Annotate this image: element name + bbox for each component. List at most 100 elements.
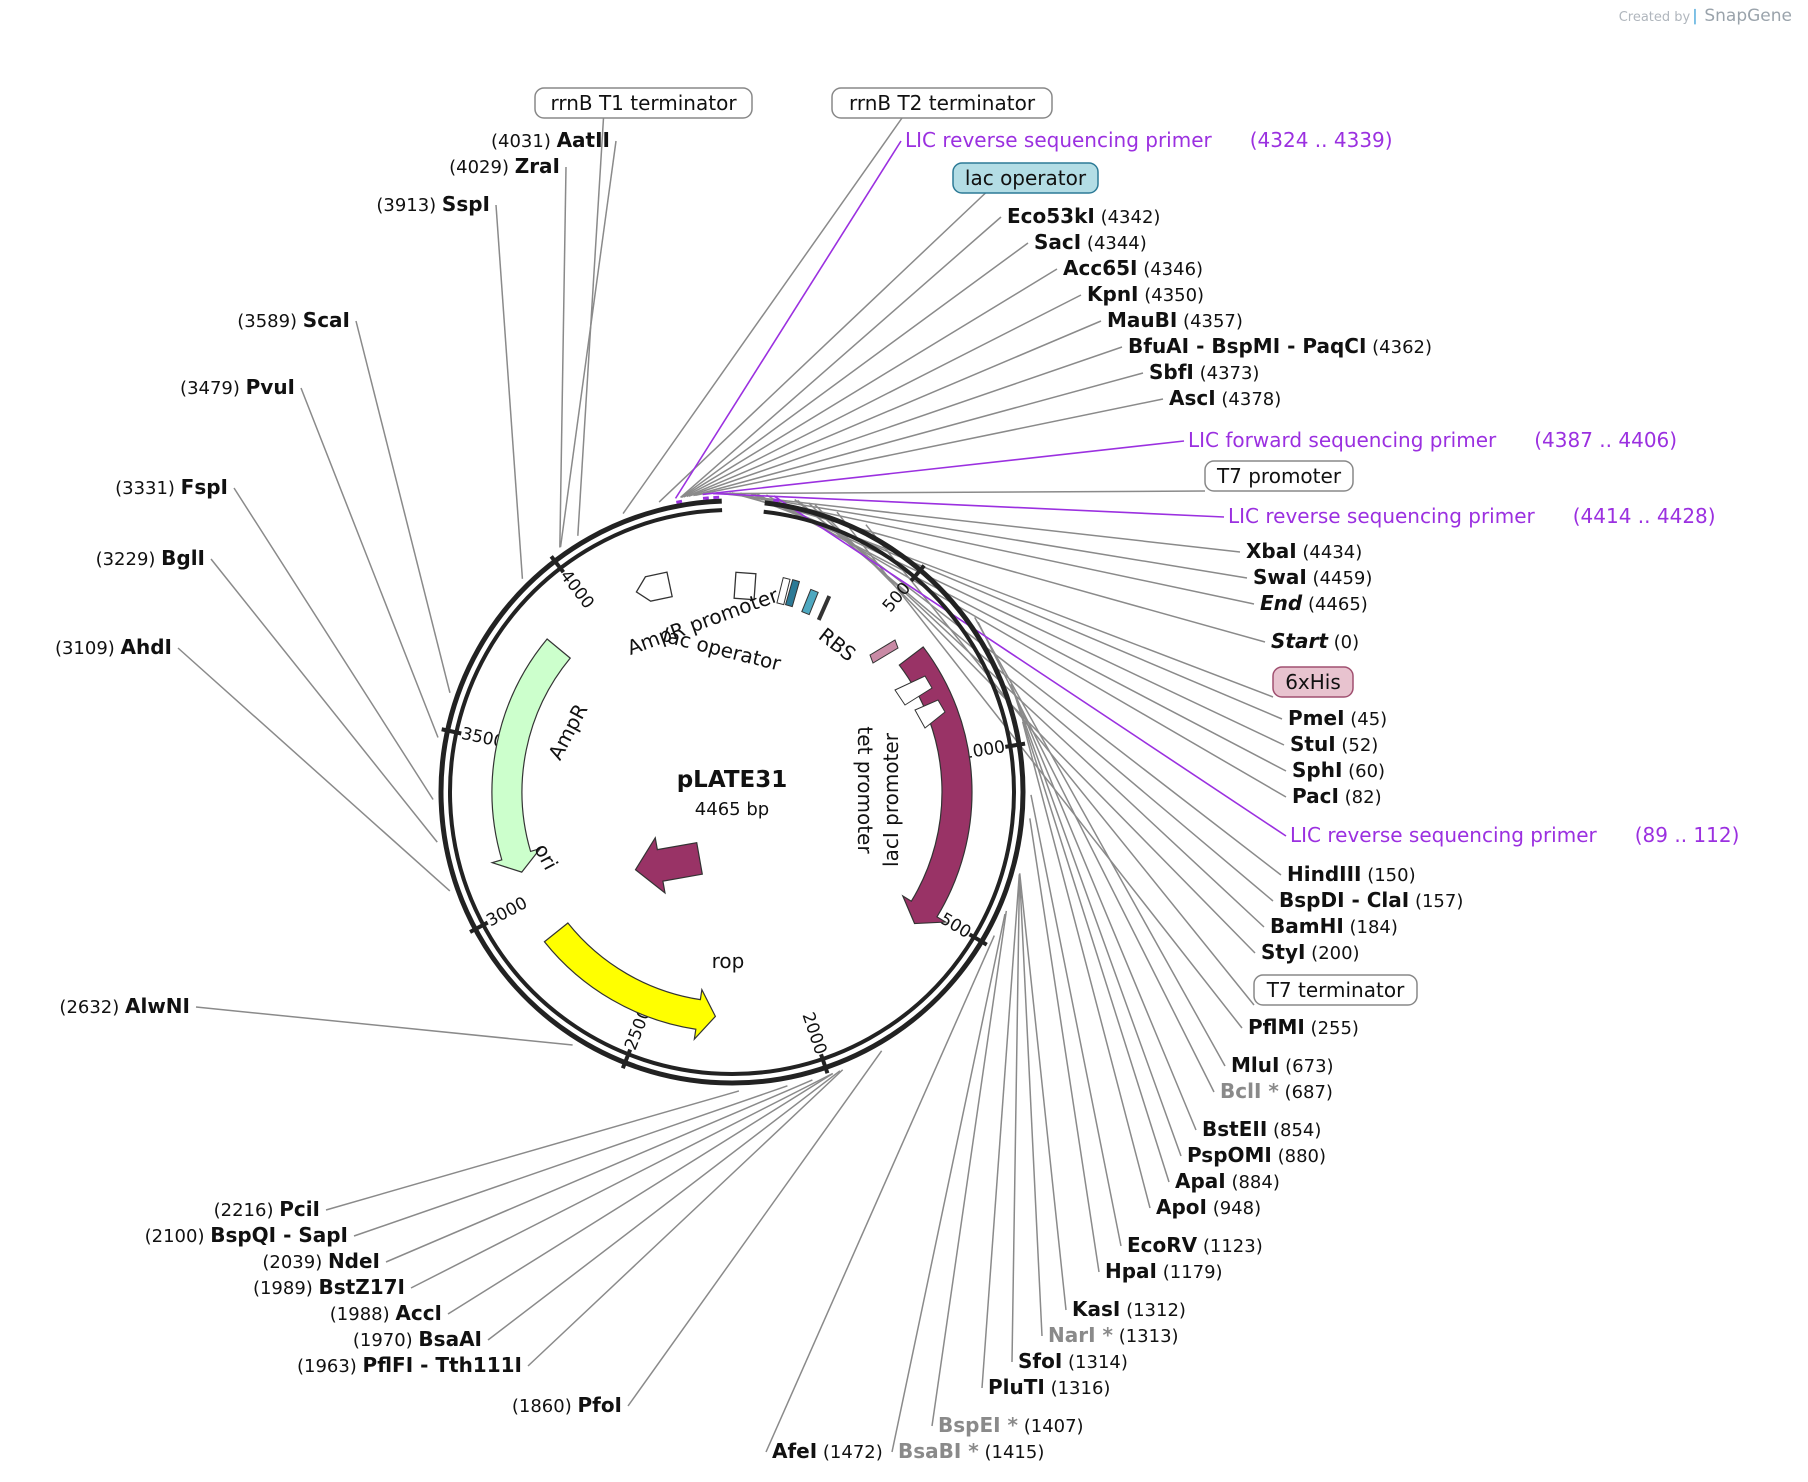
leader-line bbox=[622, 117, 903, 514]
site-label: (3229) BglI bbox=[96, 546, 205, 570]
site-label: (1963) PflFI - Tth111I bbox=[297, 1353, 522, 1377]
site-position: (1407) bbox=[1018, 1416, 1084, 1437]
site-labels: Eco53kI (4342)SacI (4344)Acc65I (4346)Kp… bbox=[55, 87, 1739, 1463]
leader-line bbox=[731, 492, 1266, 643]
leader-line bbox=[1011, 874, 1021, 1363]
primer-name: LIC reverse sequencing primer bbox=[1228, 504, 1536, 528]
site-name: MluI bbox=[1231, 1053, 1279, 1077]
site-label: SacI (4344) bbox=[1034, 230, 1147, 254]
primer-leader-line bbox=[773, 495, 1287, 837]
primer-label: LIC reverse sequencing primer(89 .. 112) bbox=[1290, 823, 1739, 847]
tet-promoter-label: tet promoter bbox=[853, 726, 877, 854]
site-label: (1988) AccI bbox=[330, 1301, 442, 1325]
credit-brand: SnapGene bbox=[1704, 6, 1792, 26]
site-name: KasI bbox=[1072, 1297, 1120, 1321]
site-name: BspDI - ClaI bbox=[1279, 888, 1409, 912]
leader-line bbox=[1010, 683, 1197, 1131]
site-label: AfeI (1472) bbox=[772, 1439, 883, 1463]
primer-leader-line bbox=[674, 140, 902, 499]
site-label: KpnI (4350) bbox=[1087, 282, 1204, 306]
site-name: AfeI bbox=[772, 1439, 817, 1463]
site-label: (2039) NdeI bbox=[262, 1249, 380, 1273]
leader-line bbox=[1014, 695, 1170, 1183]
feature-rbs-mark bbox=[801, 588, 819, 616]
site-position: (884) bbox=[1226, 1172, 1280, 1193]
feature-label-text: T7 terminator bbox=[1266, 978, 1405, 1002]
site-position: (3331) bbox=[115, 478, 181, 499]
site-name: SfoI bbox=[1018, 1349, 1062, 1373]
site-name: BspQI - SapI bbox=[210, 1223, 348, 1247]
site-label: (1989) BstZ17I bbox=[253, 1275, 405, 1299]
site-label: MluI (673) bbox=[1231, 1053, 1334, 1077]
site-position: (3109) bbox=[55, 638, 121, 659]
tick-mark bbox=[1004, 741, 1026, 749]
site-label: SbfI (4373) bbox=[1149, 360, 1259, 384]
primer-leader-line bbox=[702, 440, 1185, 496]
site-label: PacI (82) bbox=[1292, 784, 1382, 808]
site-position: (1415) bbox=[979, 1442, 1045, 1463]
leader-line bbox=[731, 492, 1255, 605]
label-leader-lines bbox=[177, 117, 1287, 1453]
site-position: (1988) bbox=[330, 1304, 396, 1325]
site-position: (52) bbox=[1336, 735, 1379, 756]
laci-promoter-label: lacI promoter bbox=[879, 732, 903, 867]
leader-line bbox=[1021, 721, 1151, 1209]
site-label: HpaI (1179) bbox=[1105, 1259, 1223, 1283]
site-name: Acc65I bbox=[1063, 256, 1137, 280]
site-label: (4029) ZraI bbox=[449, 154, 560, 178]
feature-6xhis bbox=[869, 639, 899, 664]
site-name: BamHI bbox=[1270, 914, 1344, 938]
site-position: (4465) bbox=[1302, 594, 1368, 615]
site-label: BamHI (184) bbox=[1270, 914, 1398, 938]
site-name: ScaI bbox=[303, 308, 350, 332]
leader-line bbox=[974, 616, 1226, 1067]
leader-line bbox=[177, 647, 451, 892]
feature-lac-operator-mark bbox=[784, 579, 801, 608]
site-position: (673) bbox=[1279, 1056, 1333, 1077]
feature-label-text: rrnB T1 terminator bbox=[550, 91, 737, 115]
site-name: ZraI bbox=[515, 154, 560, 178]
leader-line bbox=[1029, 818, 1100, 1273]
leader-line bbox=[718, 492, 1241, 553]
leader-line bbox=[814, 504, 1256, 954]
leader-line bbox=[686, 320, 1102, 498]
site-name: BsaAI bbox=[418, 1327, 482, 1351]
site-label: AscI (4378) bbox=[1169, 386, 1281, 410]
primer-label: LIC reverse sequencing primer(4324 .. 43… bbox=[905, 128, 1393, 152]
feature-label-box bbox=[831, 87, 1053, 119]
tick-mark bbox=[620, 1048, 633, 1069]
primer-range: (4387 .. 4406) bbox=[1534, 428, 1677, 452]
site-name: AccI bbox=[395, 1301, 442, 1325]
site-name: FspI bbox=[181, 475, 228, 499]
leader-line bbox=[577, 117, 605, 536]
site-position: (4344) bbox=[1081, 233, 1147, 254]
lac-operator-label: lac operator bbox=[660, 623, 784, 676]
site-name: AhdI bbox=[121, 635, 172, 659]
site-position: (4434) bbox=[1297, 542, 1363, 563]
feature-label-text: T7 promoter bbox=[1216, 464, 1342, 488]
tick-mark bbox=[819, 1053, 830, 1074]
leader-line bbox=[680, 216, 1002, 499]
site-name: SacI bbox=[1034, 230, 1081, 254]
site-name: BglI bbox=[161, 546, 205, 570]
leader-line bbox=[495, 204, 524, 579]
site-label: (4031) AatII bbox=[491, 128, 610, 152]
site-name: PflMI bbox=[1248, 1015, 1305, 1039]
site-position: (1312) bbox=[1120, 1300, 1186, 1321]
tick-mark bbox=[549, 555, 565, 574]
site-position: (1970) bbox=[353, 1330, 419, 1351]
leader-line bbox=[210, 558, 438, 843]
site-name: Start bbox=[1271, 629, 1329, 653]
leader-line bbox=[981, 874, 1021, 1389]
leader-line bbox=[713, 490, 1206, 495]
site-label: Start (0) bbox=[1271, 629, 1359, 653]
leader-line bbox=[1018, 873, 1067, 1311]
leader-line bbox=[681, 268, 1058, 498]
feature-label-box bbox=[1272, 666, 1354, 698]
leader-line bbox=[688, 346, 1123, 497]
leader-line bbox=[693, 372, 1144, 497]
site-name: PfoI bbox=[577, 1393, 622, 1417]
feature-ampr bbox=[490, 638, 572, 873]
primer-mark bbox=[676, 499, 683, 504]
